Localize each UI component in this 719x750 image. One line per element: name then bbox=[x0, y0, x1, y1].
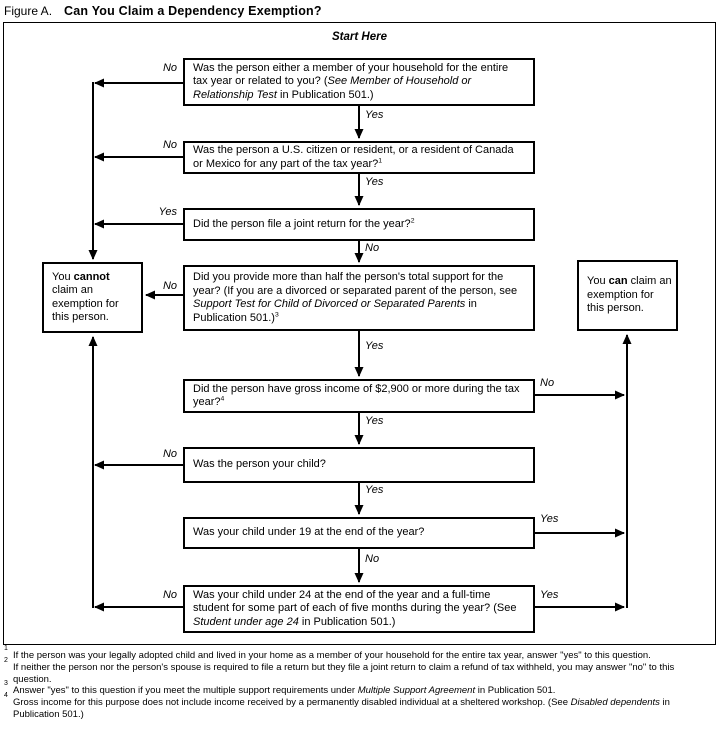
result-can-claim: You can claim an exemption for this pers… bbox=[577, 260, 678, 331]
edge-label-yes: Yes bbox=[365, 340, 384, 352]
question-joint-return: Did the person file a joint return for t… bbox=[183, 208, 535, 241]
question-text: Was your child under 24 at the end of th… bbox=[193, 588, 517, 628]
question-support: Did you provide more than half the perso… bbox=[183, 265, 535, 331]
edge-label-no: No bbox=[365, 242, 380, 254]
figure-title: Figure A. Can You Claim a Dependency Exem… bbox=[4, 2, 322, 20]
question-text: Was the person a U.S. citizen or residen… bbox=[193, 144, 514, 170]
question-text: Did the person have gross income of $2,9… bbox=[193, 382, 520, 409]
footnotes: 1 If the person was your legally adopted… bbox=[4, 645, 715, 721]
footnote-text: If the person was your legally adopted c… bbox=[13, 650, 651, 661]
question-under-24: Was your child under 24 at the end of th… bbox=[183, 585, 535, 633]
edge-label-no: No bbox=[162, 139, 177, 151]
edge-label-no: No bbox=[162, 448, 177, 460]
edge-label-no: No bbox=[162, 62, 177, 74]
question-text: Was the person either a member of your h… bbox=[193, 61, 509, 101]
question-gross-income: Did the person have gross income of $2,9… bbox=[183, 379, 535, 413]
footnote: 2 If neither the person nor the person's… bbox=[4, 656, 675, 685]
edge-label-no: No bbox=[540, 377, 555, 389]
figure-label: Figure A. bbox=[4, 4, 53, 18]
edge-label-yes: Yes bbox=[365, 484, 384, 496]
question-text: Was your child under 19 at the end of th… bbox=[193, 526, 425, 539]
question-text: Did you provide more than half the perso… bbox=[193, 271, 518, 324]
footnote-text: If neither the person nor the person's s… bbox=[13, 661, 675, 685]
start-here-label: Start Here bbox=[332, 31, 387, 43]
question-your-child: Was the person your child? bbox=[183, 447, 535, 483]
edge-label-no: No bbox=[365, 553, 380, 565]
question-under-19: Was your child under 19 at the end of th… bbox=[183, 517, 535, 549]
edge-label-yes: Yes bbox=[158, 206, 177, 218]
edge-label-no: No bbox=[162, 589, 177, 601]
edge-label-yes: Yes bbox=[540, 589, 559, 601]
result-text: You cannot claim an exemption for this p… bbox=[52, 270, 119, 324]
result-text: You can claim an exemption for this pers… bbox=[587, 275, 672, 315]
result-cannot-claim: You cannot claim an exemption for this p… bbox=[42, 262, 143, 333]
question-citizen: Was the person a U.S. citizen or residen… bbox=[183, 141, 535, 174]
edge-label-yes: Yes bbox=[365, 176, 384, 188]
edge-label-yes: Yes bbox=[365, 415, 384, 427]
footnote: 3 Answer "yes" to this question if you m… bbox=[4, 680, 556, 697]
flowchart-border bbox=[3, 22, 716, 645]
footnote-text: Answer "yes" to this question if you mee… bbox=[13, 685, 556, 697]
edge-label-yes: Yes bbox=[365, 109, 384, 121]
question-text: Did the person file a joint return for t… bbox=[193, 217, 415, 230]
question-text: Was the person your child? bbox=[193, 458, 326, 471]
edge-label-no: No bbox=[162, 280, 177, 292]
page-title: Can You Claim a Dependency Exemption? bbox=[64, 4, 322, 18]
footnote: 4 Gross income for this purpose does not… bbox=[4, 692, 670, 720]
footnote-text: Gross income for this purpose does not i… bbox=[13, 697, 670, 720]
question-household: Was the person either a member of your h… bbox=[183, 58, 535, 106]
footnote: 1 If the person was your legally adopted… bbox=[4, 645, 651, 661]
edge-label-yes: Yes bbox=[540, 513, 559, 525]
